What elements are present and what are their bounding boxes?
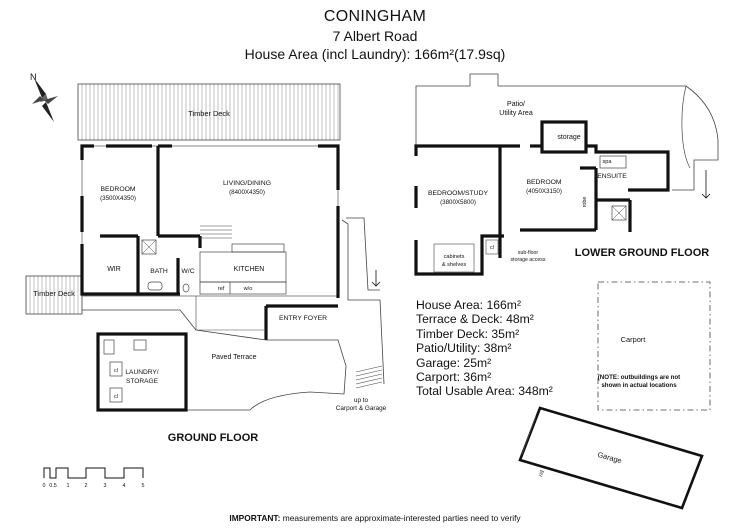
timber-deck-top-label: Timber Deck xyxy=(188,109,230,118)
laundry-label-2: STORAGE xyxy=(126,378,159,385)
garage-label: Garage xyxy=(597,450,623,465)
gf-bedroom-size: (3500X4350) xyxy=(100,195,136,202)
compass-north-label: N xyxy=(30,72,37,82)
living-dining-size: (8400X4350) xyxy=(229,189,265,196)
bed-study-size: (3800X5800) xyxy=(440,199,476,206)
compass: N xyxy=(30,72,58,122)
paved-terrace-label: Paved Terrace xyxy=(211,354,256,361)
gf-bedroom-label: BEDROOM xyxy=(100,186,135,193)
lower-walls xyxy=(414,144,670,276)
bath-label: BATH xyxy=(150,268,168,275)
ground-walls xyxy=(80,144,340,340)
lg-bedroom-size: (4050X3150) xyxy=(526,188,562,195)
kitchen-label: KITCHEN xyxy=(234,266,265,273)
plan-house-area: House Area (incl Laundry): 166m²(17.9sq) xyxy=(244,46,506,62)
lower-ground-floor-title: LOWER GROUND FLOOR xyxy=(575,247,709,259)
ground-floor-title: GROUND FLOOR xyxy=(168,432,258,444)
laundry-cl-label-1: cl xyxy=(114,368,118,374)
carport-note-2: shown in actual locations xyxy=(601,382,677,389)
garage-outline: Garage r/d xyxy=(518,406,704,510)
ground-floor-plan: Timber Deck Timber Deck xyxy=(25,83,387,444)
timber-deck-top xyxy=(77,83,341,141)
paved-terrace-outline xyxy=(82,309,347,411)
wo-label: w/o xyxy=(243,286,253,292)
lg-cl-label: cl xyxy=(490,245,494,251)
laundry-room xyxy=(96,332,188,412)
cabinets-label-2: & shelves xyxy=(442,262,466,268)
laundry-cl-label-2: cl xyxy=(114,394,118,400)
laundry-label-1: LAUNDRY/ xyxy=(125,369,158,376)
robe-label: robe xyxy=(582,197,588,208)
living-dining-label: LIVING/DINING xyxy=(223,180,271,187)
scale-tick-1: 1 xyxy=(67,483,70,489)
plan-title: CONINGHAM xyxy=(323,8,427,25)
disclaimer-important: IMPORTANT: xyxy=(229,513,281,523)
area-patio-utility: Patio/Utility: 38m² xyxy=(416,341,512,356)
timber-deck-left xyxy=(25,275,83,315)
area-garage: Garage: 25m² xyxy=(416,355,492,370)
patio-outline xyxy=(415,73,719,191)
wc-label: W/C xyxy=(181,268,194,275)
ground-stairs xyxy=(195,225,266,331)
scale-tick-5: 5 xyxy=(142,483,145,489)
area-summary: House Area: 166m² Terrace & Deck: 48m² T… xyxy=(416,298,553,399)
lower-ground-floor-plan: Patio/ Utility Area storage spa BEDROOM/… xyxy=(414,73,719,276)
area-house: House Area: 166m² xyxy=(416,298,522,312)
subfloor-label-1: sub-floor xyxy=(518,250,538,256)
garage-rd-label: r/d xyxy=(538,470,546,478)
area-timber-deck: Timber Deck: 35m² xyxy=(416,326,520,341)
scale-tick-4: 4 xyxy=(123,483,126,489)
cabinets-label-1: cabinets xyxy=(444,254,465,260)
scale-bar: 0 0.5 1 2 3 4 5 xyxy=(43,467,145,489)
up-to-label: up to xyxy=(354,397,369,404)
plan-address: 7 Albert Road xyxy=(332,28,418,44)
timber-deck-left-label: Timber Deck xyxy=(33,289,75,298)
wir-label: WIR xyxy=(107,266,121,273)
carport-outline: Carport (NOTE: outbuildings are not show… xyxy=(597,281,711,411)
bed-study-label: BEDROOM/STUDY xyxy=(428,190,489,197)
area-terrace-deck: Terrace & Deck: 48m² xyxy=(416,312,534,327)
carport-note-1: (NOTE: outbuildings are not xyxy=(598,374,681,381)
spa-label: spa xyxy=(602,159,612,165)
patio-label-1: Patio/ xyxy=(507,101,525,108)
ensuite-label: ENSUITE xyxy=(597,173,627,180)
ref-label: ref xyxy=(218,286,225,292)
scale-tick-0-5: 0.5 xyxy=(49,483,57,489)
storage-label: storage xyxy=(557,134,580,141)
scale-tick-3: 3 xyxy=(104,483,107,489)
disclaimer-text: measurements are approximate-interested … xyxy=(282,513,521,523)
lg-bedroom-label: BEDROOM xyxy=(526,179,561,186)
scale-tick-0: 0 xyxy=(43,483,46,489)
patio-label-2: Utility Area xyxy=(499,110,533,117)
entry-foyer-label: ENTRY FOYER xyxy=(279,315,327,322)
carport-label: Carport xyxy=(621,335,646,344)
subfloor-label-2: storage access xyxy=(511,257,546,263)
area-carport: Carport: 36m² xyxy=(416,370,492,385)
disclaimer: IMPORTANT: measurements are approximate-… xyxy=(0,513,750,523)
carport-garage-label: Carport & Garage xyxy=(336,405,387,412)
scale-tick-2: 2 xyxy=(85,483,88,489)
storage-room xyxy=(540,120,588,154)
area-total: Total Usable Area: 348m² xyxy=(416,384,553,399)
